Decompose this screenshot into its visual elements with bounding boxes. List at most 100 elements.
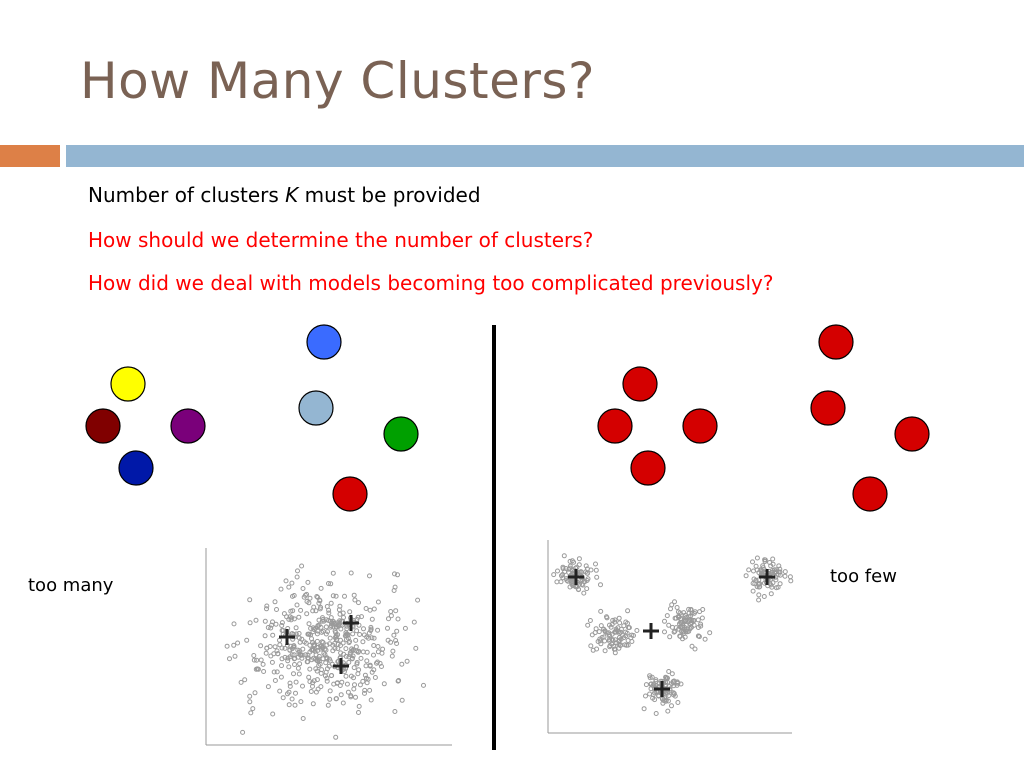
scatter-point [679, 620, 685, 625]
scatter-point [380, 646, 386, 652]
scatter-point [675, 614, 681, 620]
scatter-point [254, 666, 260, 672]
scatter-point [622, 642, 628, 648]
scatter-point [588, 643, 594, 649]
scatter-point [367, 607, 373, 613]
scatter-point [392, 709, 398, 714]
scatter-point [355, 614, 361, 620]
scatter-point [352, 597, 358, 603]
scatter-point [288, 608, 294, 614]
scatter-point [762, 557, 768, 563]
scatter-point [294, 574, 300, 580]
scatter-point [310, 680, 316, 686]
scatter-point [375, 599, 381, 605]
scatter-plot-too-few [547, 540, 794, 734]
scatter-point [756, 577, 762, 583]
scatter-point [361, 626, 366, 632]
scatter-point [319, 643, 324, 649]
scatter-point [689, 643, 695, 649]
scatter-point [347, 650, 353, 656]
scatter-point [371, 635, 377, 641]
scatter-point [618, 629, 624, 635]
scatter-point [392, 571, 397, 577]
bullet-k-variable: K [285, 183, 299, 207]
scatter-point [561, 553, 567, 559]
scatter-point [252, 690, 258, 696]
scatter-point [251, 657, 257, 663]
scatter-point [337, 603, 343, 609]
bullet-text-pre: Number of clusters [88, 183, 286, 207]
scatter-point [335, 641, 341, 647]
scatter-point [643, 693, 648, 699]
scatter-point [351, 675, 356, 681]
scatter-point [330, 642, 336, 648]
scatter-point [269, 659, 275, 665]
scatter-point [768, 591, 774, 597]
scatter-point [375, 627, 381, 633]
circle-blue [306, 324, 342, 360]
scatter-point [364, 649, 370, 655]
scatter-point [351, 592, 357, 598]
scatter-point [365, 676, 371, 682]
scatter-point [379, 650, 385, 656]
scatter-point [616, 629, 621, 634]
scatter-point [609, 636, 615, 642]
scatter-point [282, 654, 288, 660]
scatter-point [385, 637, 391, 643]
scatter-point [296, 671, 302, 677]
scatter-point [754, 555, 760, 561]
scatter-point [299, 655, 305, 661]
scatter-point [286, 689, 292, 695]
scatter-point [612, 650, 618, 656]
scatter-point [626, 625, 632, 631]
scatter-point [318, 670, 324, 676]
scatter-point [366, 630, 372, 636]
scatter-point [695, 633, 701, 639]
scatter-point [697, 609, 703, 615]
scatter-point [756, 597, 762, 603]
scatter-point [315, 647, 321, 653]
scatter-point [653, 711, 659, 716]
scatter-point [307, 666, 313, 672]
scatter-point [238, 679, 244, 685]
scatter-point [564, 577, 570, 583]
scatter-point [355, 671, 361, 677]
scatter-point [313, 689, 319, 695]
scatter-point [312, 642, 318, 648]
circle-red [810, 390, 846, 426]
scatter-point [261, 669, 267, 674]
scatter-point [662, 629, 667, 635]
scatter-point [669, 703, 674, 709]
circle-dark-red [85, 408, 121, 444]
scatter-point [306, 631, 311, 637]
scatter-point [695, 625, 701, 630]
scatter-point [768, 582, 774, 588]
scatter-point [326, 581, 331, 586]
scatter-point [782, 573, 788, 579]
scatter-point [338, 643, 343, 648]
scatter-point [612, 617, 618, 623]
scatter-point [677, 633, 683, 639]
scatter-point [332, 628, 338, 634]
scatter-point [270, 711, 276, 717]
too-many-circles [85, 324, 419, 512]
scatter-point [634, 628, 640, 633]
scatter-point [332, 645, 338, 651]
scatter-point [391, 588, 397, 593]
scatter-point [569, 581, 575, 587]
scatter-point [377, 660, 383, 666]
scatter-point [322, 646, 328, 652]
scatter-point [248, 710, 254, 716]
scatter-point [674, 605, 680, 610]
scatter-point [286, 702, 292, 708]
scatter-point [317, 597, 323, 603]
circle-red [682, 408, 718, 444]
centroid-plus [759, 569, 775, 585]
scatter-point [413, 645, 419, 651]
scatter-point [391, 632, 397, 638]
scatter-point [617, 620, 623, 626]
scatter-point [268, 653, 274, 659]
scatter-point [309, 636, 314, 642]
scatter-point [653, 677, 659, 683]
scatter-point [344, 631, 350, 637]
